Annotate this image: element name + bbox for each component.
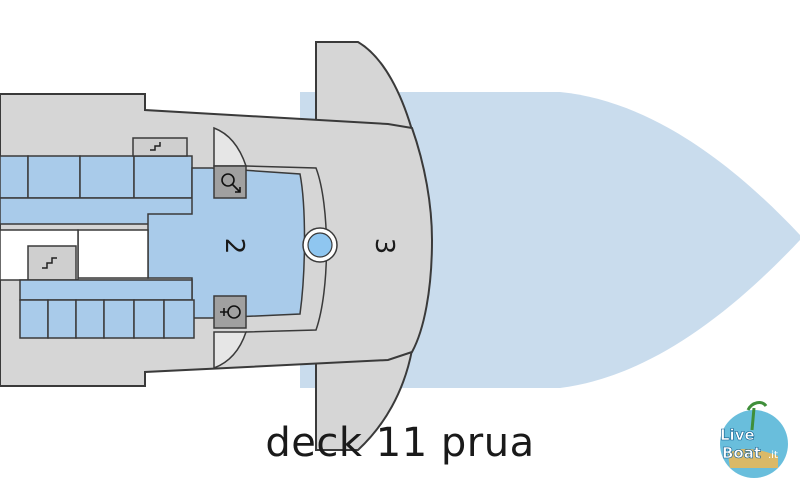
upper-wing (315, 41, 414, 131)
liveboat-logo: Live Boat .it (720, 401, 788, 478)
stairwell-upper (132, 137, 188, 157)
female-restroom (213, 295, 247, 329)
cabin (27, 155, 81, 199)
cabin (133, 299, 165, 339)
logo-palm (746, 401, 768, 431)
cabin (133, 155, 193, 199)
cabin (79, 155, 135, 199)
deck-caption: deck 11 prua (265, 420, 535, 466)
area-2-label: 2 (219, 238, 249, 255)
lower-wing (315, 349, 414, 451)
cabin (19, 299, 49, 339)
cabin-corridor (19, 279, 193, 301)
stairs-icon (42, 257, 57, 269)
cabin (163, 299, 195, 339)
area-3-label: 3 (369, 238, 399, 255)
inner-room (77, 229, 149, 279)
bulkhead-lower (213, 331, 248, 370)
logo-live: Live (720, 426, 755, 444)
cabin (0, 155, 29, 199)
male-restroom-icon (221, 173, 241, 193)
area-2-zone (147, 167, 306, 319)
cabin (75, 299, 105, 339)
pool-water (307, 232, 333, 258)
cabin (103, 299, 135, 339)
male-restroom (213, 165, 247, 199)
cabin-row-lower (19, 279, 195, 339)
logo-tld: .it (768, 450, 778, 461)
female-restroom-icon (220, 305, 241, 319)
stairs-icon (150, 142, 161, 151)
logo-boat: Boat (722, 444, 761, 462)
cabin (47, 299, 77, 339)
logo-land (728, 448, 778, 468)
